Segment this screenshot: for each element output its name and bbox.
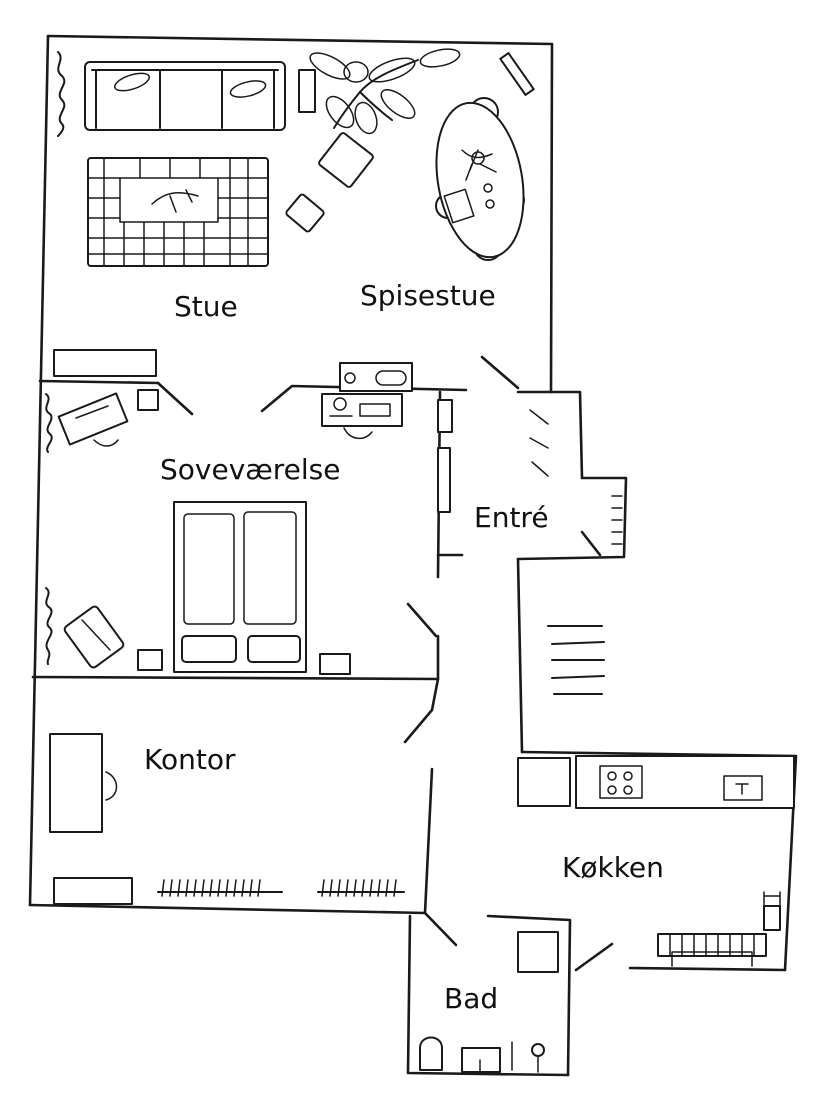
office-bench (53, 877, 133, 905)
desk-tv (53, 349, 157, 377)
stairs (547, 625, 605, 695)
room-label-kokken: Køkken (562, 851, 664, 884)
room-label-spisestue: Spisestue (360, 279, 496, 312)
room-label-entre: Entré (474, 501, 549, 534)
sink (461, 1047, 501, 1073)
office-desk (49, 733, 118, 833)
side-table (298, 69, 316, 113)
kitchen-stool (763, 891, 781, 931)
speaker (339, 362, 413, 392)
room-label-sovevaerelse: Soveværelse (160, 453, 340, 486)
wardrobe-wall (437, 399, 453, 513)
armchair (318, 132, 374, 188)
ottoman (285, 193, 325, 233)
entry-coat-rack (611, 495, 623, 545)
corner-object (499, 52, 535, 96)
desk-with-chair (321, 393, 403, 440)
kitchen-counter (517, 755, 795, 809)
bath-cabinet (517, 931, 559, 973)
room-label-stue: Stue (174, 290, 238, 323)
window-curtain-bedroom-2 (45, 587, 53, 665)
shower (511, 1041, 545, 1073)
radiator-2 (317, 879, 405, 897)
bedside-table-left (137, 649, 163, 671)
window-curtain-stue (57, 51, 66, 137)
sofa (84, 61, 286, 131)
nightstand-desk (57, 392, 129, 447)
bedside-table-right (319, 653, 351, 675)
toilet (419, 1036, 443, 1071)
kitchen-radiator (657, 933, 767, 967)
room-label-bad: Bad (444, 982, 498, 1015)
dining-table (435, 97, 525, 261)
bedroom-chair (63, 605, 125, 669)
entry-door-swing (529, 409, 549, 477)
window-curtain-bedroom (45, 393, 53, 453)
radiator-1 (157, 879, 283, 897)
room-label-kontor: Kontor (144, 743, 236, 776)
bed (173, 501, 307, 673)
plant (309, 48, 461, 135)
bedside-box (137, 389, 159, 411)
rug (87, 157, 269, 267)
